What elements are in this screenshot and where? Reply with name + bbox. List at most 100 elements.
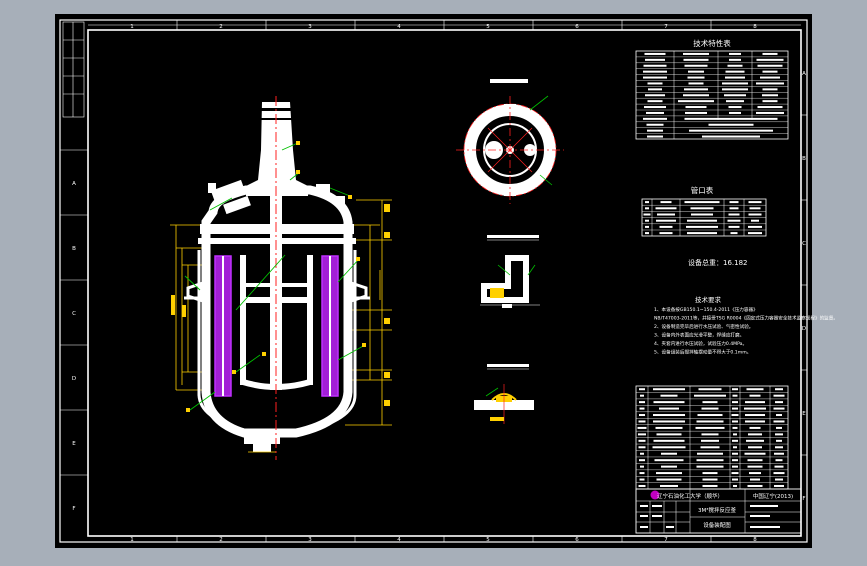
table-cell-text: [729, 207, 739, 210]
table-cell-text: [659, 232, 673, 235]
table-cell-text: [744, 452, 766, 455]
zone-strip-bottom: [176, 536, 712, 542]
table-cell-text: [762, 88, 778, 91]
title-block: 辽宁石油化工大学（顺华） 中国辽宁(2013) 3M³搅拌反应釜 设备装配图: [635, 488, 802, 534]
table-cell-text: [701, 433, 719, 436]
table-cell-text: [732, 420, 738, 423]
table-cell-text: [732, 439, 738, 442]
table-cell-text: [775, 401, 783, 404]
table-cell-text: [638, 446, 646, 449]
table-cell-text: [702, 484, 718, 487]
table-cell-text: [683, 52, 709, 55]
zone-number-top: 1: [130, 24, 134, 30]
table-cell-text: [773, 472, 785, 475]
table-cell-text: [728, 213, 740, 216]
spec-table-title: 技术特性表: [693, 38, 731, 48]
table-cell-text: [724, 94, 746, 97]
table-cell-text: [756, 111, 784, 114]
table-cell-text: [744, 407, 766, 410]
tech-req-line: 4、夹套内进行水压试验，试验压力0.4MPa。: [654, 340, 747, 347]
table-cell-text: [645, 94, 665, 97]
leader-lines: [184, 141, 366, 411]
table-cell-text: [732, 465, 738, 468]
table-cell-text: [687, 232, 717, 235]
table-cell-text: [732, 452, 738, 455]
table-cell-text: [729, 111, 741, 114]
parts-list: [635, 385, 789, 490]
table-cell-text: [776, 414, 782, 417]
table-cell-text: [697, 414, 723, 417]
table-cell-text: [653, 388, 685, 391]
zone-number-top: 7: [664, 24, 668, 30]
table-cell-text: [760, 76, 780, 79]
table-cell-text: [748, 446, 762, 449]
drawing-subtitle: 设备装配图: [703, 521, 731, 529]
technical-spec-table: 技术特性表: [635, 38, 789, 140]
inner-frame: [87, 29, 802, 537]
table-cell-text: [702, 135, 760, 138]
top-view-label: [490, 79, 528, 83]
table-cell-text: [647, 100, 663, 103]
table-cell-text: [644, 106, 666, 109]
table-cell-text: [691, 213, 713, 216]
table-cell-text: [684, 88, 708, 91]
nozzle-table-title: 管口表: [691, 185, 714, 195]
zone-number-top: 3: [308, 24, 312, 30]
zone-letter-left: B: [72, 246, 76, 252]
table-cell-text: [645, 225, 649, 228]
table-cell-text: [647, 82, 663, 85]
table-cell-text: [748, 225, 762, 228]
table-cell-text: [653, 420, 685, 423]
table-cell-text: [646, 123, 664, 126]
table-cell-text: [652, 446, 686, 449]
zone-number-top: 6: [575, 24, 579, 30]
table-cell-text: [639, 388, 645, 391]
table-cell-text: [638, 433, 646, 436]
table-cell-text: [775, 433, 783, 436]
table-cell-text: [640, 465, 644, 468]
table-cell-text: [728, 225, 740, 228]
table-cell-text: [643, 117, 667, 120]
zone-letter-left: D: [72, 376, 76, 382]
table-cell-text: [688, 70, 704, 73]
table-cell-text: [757, 106, 783, 109]
table-cell-text: [722, 88, 748, 91]
zone-letter-right: C: [802, 241, 806, 247]
tech-req-line: 5、设备组装后搅拌轴摆动量不得大于0.1mm。: [654, 349, 751, 356]
zone-number-top: 4: [397, 24, 401, 30]
table-cell-text: [725, 70, 745, 73]
table-cell-text: [688, 82, 704, 85]
table-cell-text: [643, 76, 667, 79]
table-cell-text: [775, 388, 783, 391]
table-cell-text: [639, 401, 645, 404]
zone-number-bottom: 1: [130, 537, 134, 543]
table-cell-text: [729, 58, 741, 61]
table-cell-text: [645, 219, 649, 222]
table-cell-text: [656, 433, 682, 436]
table-cell-text: [762, 70, 778, 73]
table-cell-text: [697, 452, 723, 455]
table-cell-text: [747, 459, 763, 462]
table-cell-text: [639, 407, 645, 410]
total-weight: 设备总重：16.182: [688, 258, 748, 267]
table-cell-text: [775, 459, 783, 462]
table-cell-text: [647, 135, 663, 138]
agitator-shaft: [270, 150, 282, 390]
table-cell-text: [748, 232, 762, 235]
table-cell-text: [725, 76, 745, 79]
table-cell-text: [774, 452, 784, 455]
table-cell-text: [686, 225, 718, 228]
table-cell-text: [745, 401, 765, 404]
table-cell-text: [687, 219, 717, 222]
tech-req-line: 1、本设备按GB150.1~150.4-2011《压力容器》: [654, 306, 758, 313]
table-cell-text: [776, 426, 782, 429]
zone-number-top: 2: [219, 24, 223, 30]
table-cell-text: [773, 407, 785, 410]
table-cell-text: [643, 70, 667, 73]
zone-number-bottom: 8: [753, 537, 757, 543]
technical-requirements: 技术要求 1、本设备按GB150.1~150.4-2011《压力容器》NB/T4…: [654, 295, 838, 356]
table-cell-text: [687, 76, 705, 79]
table-cell-text: [732, 388, 738, 391]
school-name: 辽宁石油化工大学（顺华）: [657, 492, 723, 500]
